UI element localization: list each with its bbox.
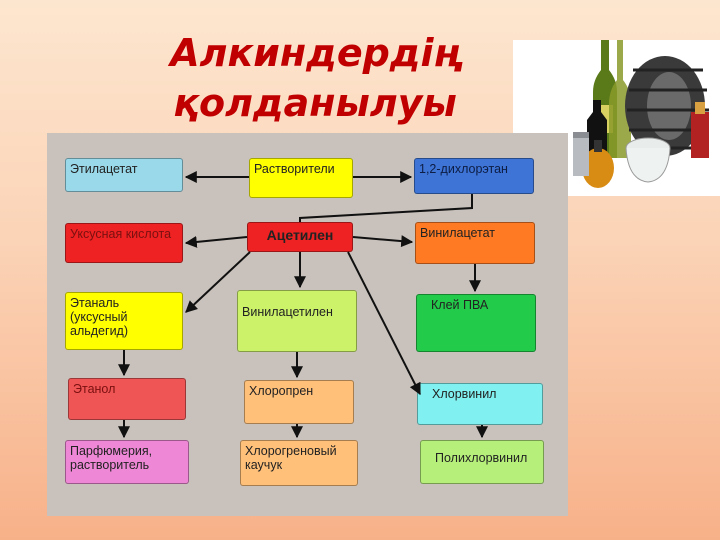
slide-title: Алкиндердің қолданылуы bbox=[150, 28, 480, 128]
node-acetic-acid: Уксусная кислота bbox=[65, 223, 183, 263]
node-vinyl-chloride: Хлорвинил bbox=[417, 383, 543, 425]
node-ethanal: Этаналь (уксусный альдегид) bbox=[65, 292, 183, 350]
slide-title-line-1: Алкиндердің bbox=[170, 31, 460, 75]
node-pva-glue: Клей ПВА bbox=[416, 294, 536, 352]
node-ethyl-acetate: Этилацетат bbox=[65, 158, 183, 192]
node-chloroprene-rubber: Хлорогреновый каучук bbox=[240, 440, 358, 486]
node-perfumery: Парфюмерия, растворитель bbox=[65, 440, 189, 484]
products-photo bbox=[513, 40, 720, 196]
node-dichloroethane: 1,2-дихлорэтан bbox=[414, 158, 534, 194]
slide-title-line-2: қолданылуы bbox=[173, 81, 457, 125]
products-illustration bbox=[513, 40, 720, 196]
node-ethanol: Этанол bbox=[68, 378, 186, 420]
node-vinylacetylene: Винилацетилен bbox=[237, 290, 357, 352]
node-acetylene: Ацетилен bbox=[247, 222, 353, 252]
node-solvents: Растворители bbox=[249, 158, 353, 198]
node-chloroprene: Хлоропрен bbox=[244, 380, 354, 424]
node-vinyl-acetate: Винилацетат bbox=[415, 222, 535, 264]
node-polyvinyl-chloride: Полихлорвинил bbox=[420, 440, 544, 484]
